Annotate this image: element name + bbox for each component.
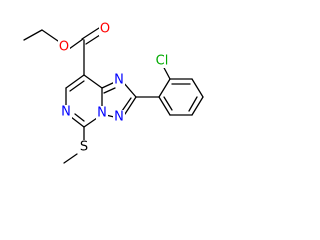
bond-c8a-n1-inner	[103, 87, 116, 94]
bond-carbonyl-double-a	[81, 27, 100, 40]
atom-n-triazole-bottom: N	[114, 110, 124, 125]
bond-aryl-4-5-inner	[188, 96, 198, 112]
atom-o-ester: O	[59, 40, 69, 55]
bond-s-ch3	[63, 153, 78, 164]
atom-o-carbonyl: O	[100, 22, 110, 37]
bond-n6-c5	[70, 116, 85, 128]
chemical-structure: O O N N N N S Cl	[23, 22, 204, 164]
bond-ethyl-ch3	[23, 29, 43, 41]
label-bg	[113, 110, 125, 124]
pyrimidine-ring	[65, 74, 103, 128]
bond-ethyl-ch2-o	[41, 29, 59, 42]
bond-n6-c5-inner	[74, 113, 85, 122]
bond-aryl-6-1-inner	[163, 96, 173, 111]
ethyl-ester-group	[23, 27, 104, 76]
label-bg	[58, 40, 70, 54]
bond-aryl-1-2	[158, 78, 171, 98]
bond-aryl-3-4	[191, 78, 204, 98]
bond-c2-n3	[124, 96, 137, 115]
bond-aryl-6-1	[158, 96, 171, 116]
label-bg	[60, 105, 72, 119]
bond-c8-c7	[65, 74, 85, 89]
bond-aryl-4-5	[191, 96, 204, 116]
label-bg	[153, 54, 171, 68]
methylthio-group	[63, 126, 85, 164]
atom-s-methylthio: S	[80, 140, 88, 155]
bond-c5-n4	[83, 117, 98, 128]
label-bg	[96, 106, 108, 120]
bond-c8a-c8	[83, 74, 103, 89]
atom-n-pyrimidine: N	[61, 105, 71, 120]
label-bg	[78, 140, 90, 154]
bond-o-carbonyl	[68, 38, 84, 50]
bond-c8-c7-inner	[69, 80, 85, 92]
triazole-ring	[101, 81, 137, 118]
atom-n-triazole-top: N	[114, 73, 124, 88]
atom-cl-aryl: Cl	[156, 54, 169, 69]
atom-labels: O O N N N N S Cl	[58, 22, 171, 155]
bond-n1-c2	[122, 81, 137, 98]
atom-n-bridge: N	[97, 106, 107, 121]
label-bg	[99, 22, 111, 36]
chlorophenyl-group	[135, 63, 204, 116]
bond-c2-n3-inner	[121, 97, 132, 112]
label-bg	[113, 73, 125, 87]
bond-c8a-n1	[101, 81, 116, 89]
